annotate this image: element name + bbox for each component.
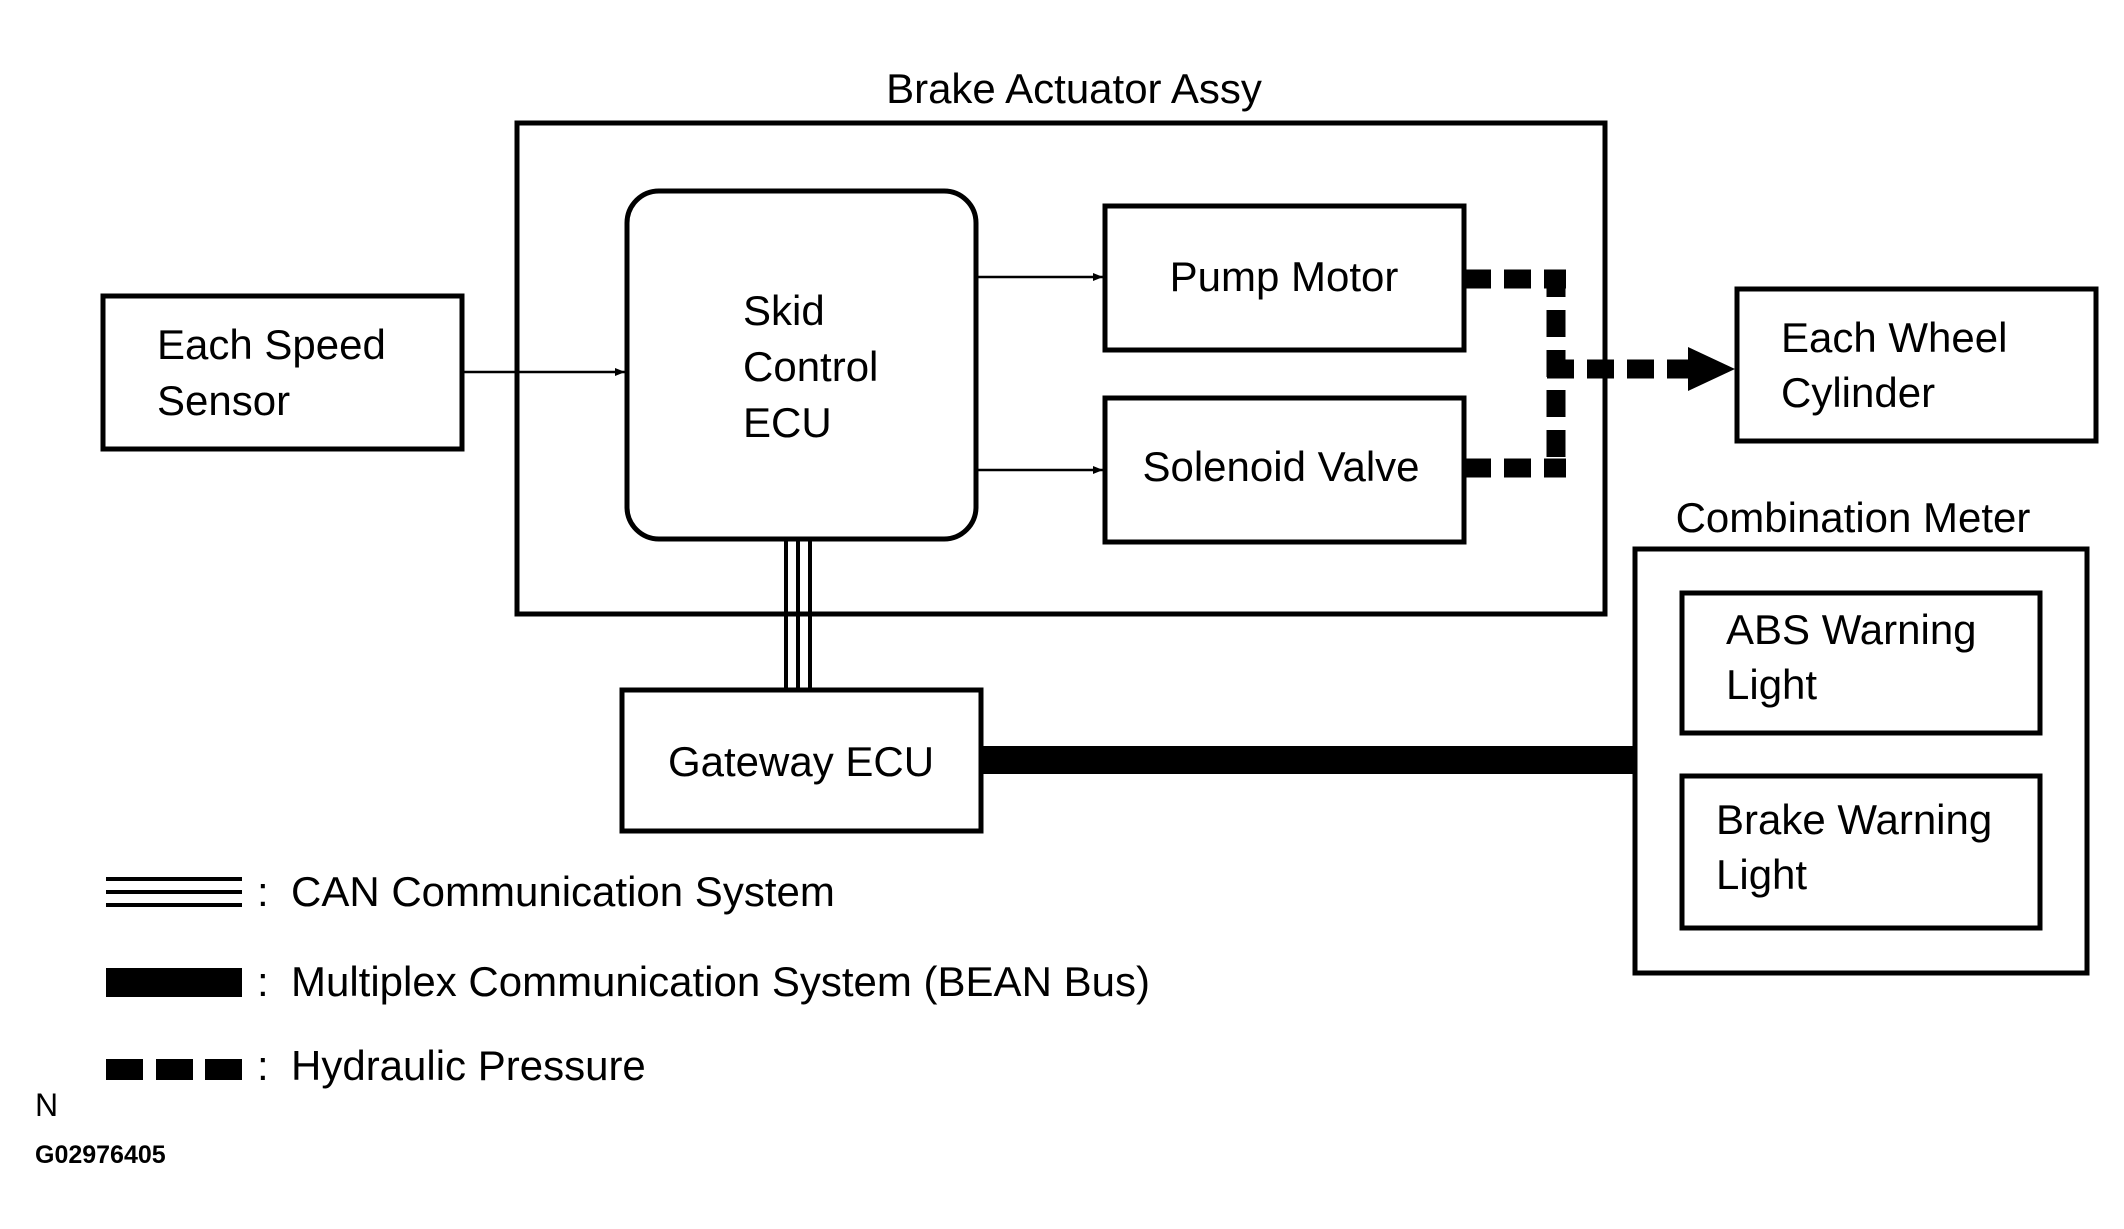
- skid-control-ecu-box: [624, 188, 979, 542]
- combination-meter-title: Combination Meter: [1676, 494, 2031, 541]
- footer-code: G02976405: [35, 1141, 166, 1169]
- legend-bean-swatch: [106, 968, 242, 997]
- legend-hydraulic-label: Hydraulic Pressure: [291, 1042, 646, 1089]
- abs-warning-light-box: [1679, 590, 2043, 736]
- wheel-cylinder-label: Each Wheel Cylinder: [1781, 314, 2019, 416]
- pump-motor-label: Pump Motor: [1170, 253, 1399, 300]
- hydraulic-arrowhead: [1688, 347, 1735, 391]
- legend-can-separator: :: [257, 868, 269, 915]
- can-bus-line: [784, 541, 812, 689]
- brake-warning-light-label: Brake Warning Light: [1716, 796, 2004, 898]
- footer-letter: N: [35, 1087, 58, 1123]
- wheel-cylinder-box: [1734, 286, 2099, 444]
- speed-sensor-box: [100, 293, 465, 452]
- hydraulic-pressure-lines: [1464, 269, 1690, 478]
- brake-actuator-assy-title: Brake Actuator Assy: [886, 65, 1262, 112]
- abs-warning-light-label: ABS Warning Light: [1726, 606, 1988, 708]
- brake-warning-light-box: [1679, 773, 2043, 931]
- gateway-ecu-label: Gateway ECU: [668, 738, 934, 785]
- bean-bus-line: [981, 746, 1635, 774]
- legend-bean-label: Multiplex Communication System (BEAN Bus…: [291, 958, 1150, 1005]
- legend-bean-separator: :: [257, 958, 269, 1005]
- speed-sensor-label: Each Speed Sensor: [157, 321, 398, 424]
- legend-can-label: CAN Communication System: [291, 868, 835, 915]
- legend-can-swatch: [106, 877, 242, 907]
- solenoid-valve-label: Solenoid Valve: [1142, 443, 1419, 490]
- skid-control-ecu-label: Skid Control ECU: [743, 287, 890, 446]
- legend-hydraulic-separator: :: [257, 1042, 269, 1089]
- legend-hydraulic-swatch: [106, 1059, 242, 1080]
